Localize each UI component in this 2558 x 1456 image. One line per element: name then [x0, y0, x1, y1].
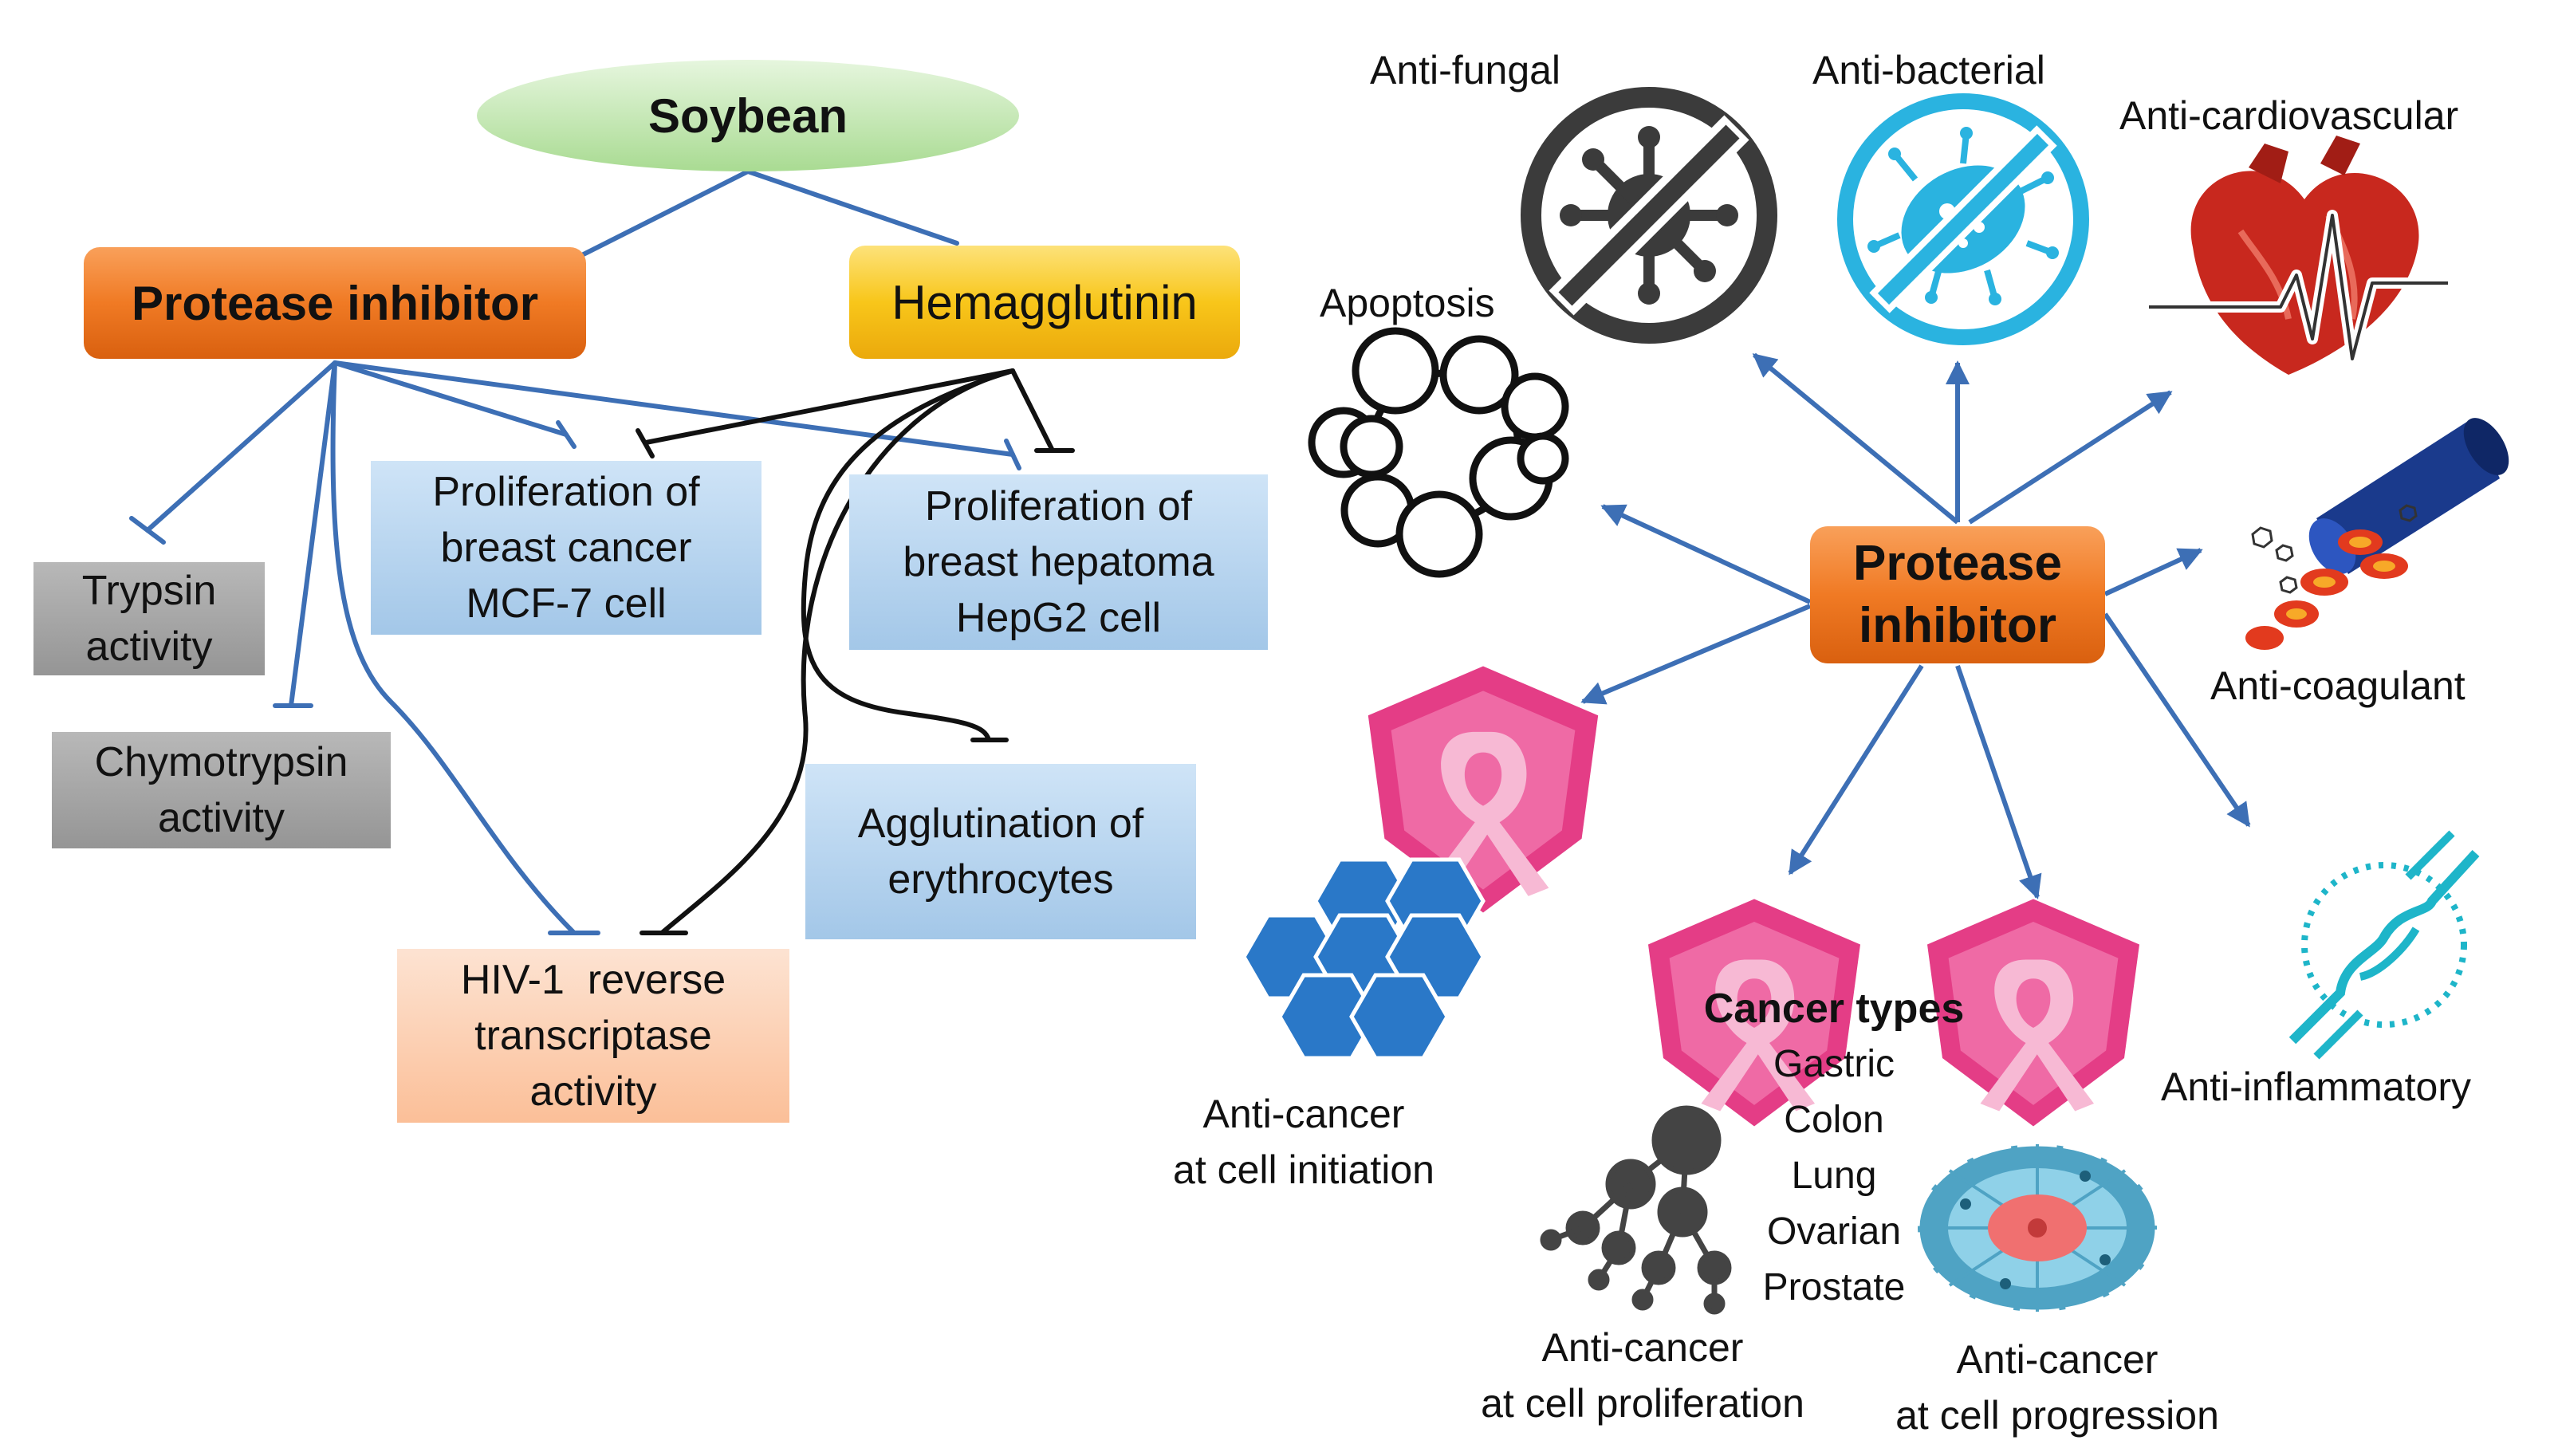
hexagon-cells-icon	[1242, 857, 1486, 1061]
hepg2-line: Proliferation of	[924, 483, 1193, 529]
chymotrypsin-node: Chymotrypsin activity	[52, 732, 391, 848]
center-line: inhibitor	[1859, 598, 2056, 653]
blood-vessel-icon	[2245, 418, 2509, 650]
right-arrows	[1580, 352, 2251, 899]
protease-inhibitor-label: Protease inhibitor	[131, 276, 539, 330]
agglutination-node: Agglutination of erythrocytes	[805, 764, 1196, 939]
cancer-type-item: Prostate	[1762, 1266, 1906, 1308]
anti-cancer-progression-label: Anti-cancer at cell progression	[1850, 1332, 2265, 1443]
cancer-types-title: Cancer types	[1703, 986, 1965, 1032]
hemagglutinin-node: Hemagglutinin	[849, 246, 1240, 359]
cancer-type-item: Colon	[1784, 1099, 1884, 1141]
center-box-bg	[1810, 526, 2105, 663]
left-connectors	[129, 168, 1075, 935]
hiv-line: activity	[529, 1068, 657, 1115]
soybean-label: Soybean	[647, 89, 848, 143]
heart-ecg-icon	[2149, 136, 2448, 375]
chymotrypsin-line: activity	[158, 795, 285, 841]
anti-cancer-proliferation-label: Anti-cancer at cell proliferation	[1435, 1320, 1850, 1431]
trypsin-line: Trypsin	[81, 568, 217, 614]
cancer-type-item: Ovarian	[1766, 1210, 1902, 1253]
hiv-node: HIV-1 reverse transcriptase activity	[397, 949, 789, 1123]
anti-inflammatory-label: Anti-inflammatory	[2161, 1064, 2471, 1109]
hepg2-line: HepG2 cell	[955, 595, 1162, 641]
agglutination-line: erythrocytes	[887, 856, 1114, 903]
initiation-line: at cell initiation	[1173, 1147, 1434, 1192]
hemagglutinin-label: Hemagglutinin	[891, 275, 1198, 329]
protease-inhibitor-node: Protease inhibitor	[84, 247, 586, 359]
mcf7-line: MCF-7 cell	[466, 580, 667, 627]
trypsin-node: Trypsin activity	[33, 562, 265, 675]
center-protease-inhibitor-node: Protease inhibitor	[1810, 526, 2105, 663]
anti-coagulant-label: Anti-coagulant	[2210, 663, 2466, 708]
cancer-types-list: Cancer types Gastric Colon Lung Ovarian …	[1651, 981, 2017, 1316]
proliferation-line: Anti-cancer	[1541, 1325, 1744, 1370]
bacteria-crossed-icon	[1837, 93, 2089, 345]
tumor-cell-icon	[1915, 1142, 2159, 1314]
apoptosis-cell-icon	[1308, 327, 1569, 578]
proliferation-line: at cell proliferation	[1481, 1381, 1804, 1426]
cancer-type-item: Lung	[1791, 1155, 1877, 1197]
left-shapes	[33, 60, 1268, 1123]
initiation-line: Anti-cancer	[1202, 1092, 1405, 1136]
anti-cardiovascular-label: Anti-cardiovascular	[2119, 93, 2459, 138]
soybean-node: Soybean	[477, 60, 1019, 171]
anti-bacterial-label: Anti-bacterial	[1812, 48, 2045, 92]
cell-division-icon	[1540, 1105, 1732, 1315]
hiv-line: transcriptase	[474, 1013, 712, 1059]
progression-line: at cell progression	[1895, 1393, 2219, 1438]
cancer-type-item: Gastric	[1773, 1043, 1895, 1085]
mcf7-line: breast cancer	[440, 525, 692, 571]
center-line: Protease	[1853, 536, 2062, 591]
mcf7-node: Proliferation of breast cancer MCF-7 cel…	[371, 461, 761, 635]
progression-line: Anti-cancer	[1956, 1337, 2159, 1382]
mcf7-line: Proliferation of	[432, 469, 700, 515]
chymotrypsin-line: Chymotrypsin	[94, 739, 348, 785]
trypsin-line: activity	[85, 624, 213, 670]
anti-cancer-initiation-label: Anti-cancer at cell initiation	[1136, 1086, 1471, 1198]
virus-crossed-icon	[1521, 87, 1777, 344]
hiv-line: HIV-1 reverse	[460, 957, 726, 1003]
joint-inflammation-icon	[2288, 830, 2480, 1060]
hepg2-line: breast hepatoma	[903, 539, 1214, 585]
apoptosis-label: Apoptosis	[1320, 281, 1495, 325]
hepg2-node: Proliferation of breast hepatoma HepG2 c…	[849, 474, 1268, 650]
agglutination-line: Agglutination of	[857, 801, 1144, 847]
anti-fungal-label: Anti-fungal	[1370, 48, 1561, 92]
